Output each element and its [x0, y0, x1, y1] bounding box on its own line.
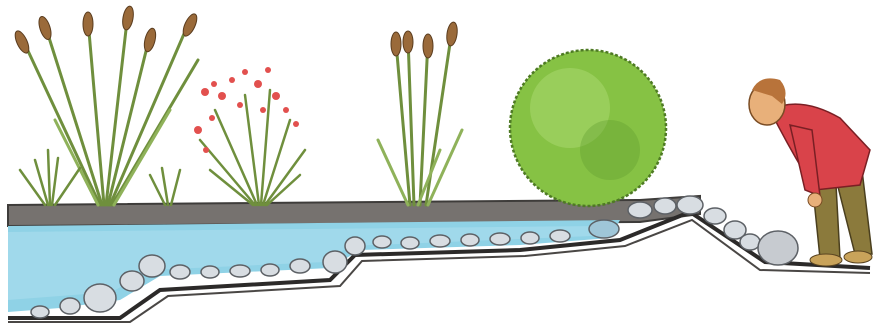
- cattails-middle: [378, 30, 462, 205]
- grass-clump-small: [150, 168, 180, 205]
- round-green-shrub: [510, 50, 666, 206]
- red-flowering-plant: [200, 90, 305, 205]
- cattail-heads-left: [12, 5, 199, 55]
- grass-clump-left: [20, 150, 80, 205]
